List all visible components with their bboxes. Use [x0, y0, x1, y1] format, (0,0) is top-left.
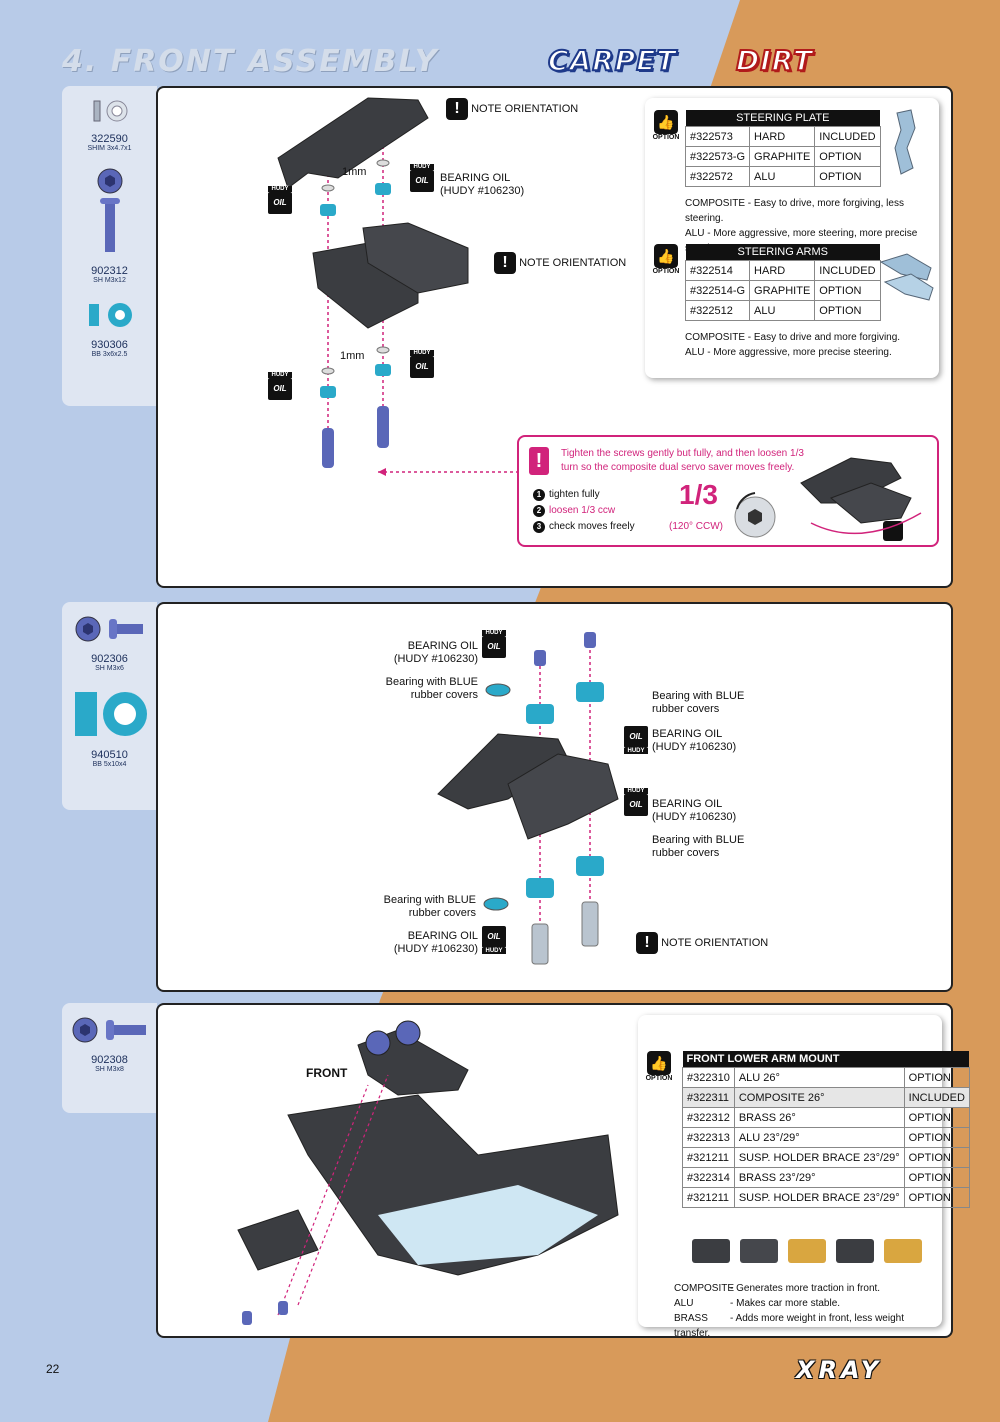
steering-arms-note: COMPOSITE - Easy to drive and more forgi… — [685, 332, 901, 358]
part-screw-m3x6: 902306 SH M3x6 — [62, 614, 157, 672]
screw-icon — [97, 168, 122, 252]
warning-icon: ! — [446, 98, 468, 120]
page-title: 4. FRONT ASSEMBLY — [62, 44, 439, 79]
part-screw-m3x8: 902308 SH M3x8 — [62, 1015, 157, 1073]
part-shim: 322590 SHIM 3x4.7x1 — [62, 98, 157, 152]
hex-screw-icon — [734, 492, 776, 538]
arm-mount-notes: COMPOSITE- Generates more traction in fr… — [674, 1283, 904, 1339]
warning-icon: ! — [636, 932, 658, 954]
bearing-oil-label-4: BEARING OIL(HUDY #106230) — [393, 930, 478, 955]
spacing-1mm-bottom: 1mm — [340, 350, 365, 362]
option-badge: 👍 OPTION — [651, 110, 681, 141]
note-orientation-top: ! NOTE ORIENTATION — [446, 98, 578, 120]
steering-assembly-drawing — [277, 97, 469, 468]
bearing-oil-label: BEARING OIL(HUDY #106230) — [440, 172, 525, 197]
parts-list-1: 322590 SHIM 3x4.7x1 902312 SH M3x12 9303… — [62, 86, 157, 406]
spacing-1mm-top: 1mm — [342, 166, 367, 178]
tightening-tip: ! Tighten the screws gently but fully, a… — [517, 435, 939, 547]
bearing-icon — [74, 692, 147, 736]
warning-icon: ! — [494, 252, 516, 274]
dirt-tag: DIRT — [735, 43, 814, 78]
bearing-assembly-drawing — [437, 632, 619, 965]
parts-list-2: 902306 SH M3x6 940510 BB 5x10x4 — [62, 602, 157, 810]
screw-icon — [75, 616, 143, 642]
parts-list-3: 902308 SH M3x8 — [62, 1003, 157, 1113]
arm-mount-images — [692, 1239, 922, 1263]
fraction-label: 1/3 — [679, 479, 718, 510]
bearing-oil-label-2: BEARING OIL(HUDY #106230) — [652, 728, 737, 753]
part-bearing-3x6: 930306 BB 3x6x2.5 — [62, 300, 157, 358]
part-screw-m3x12: 902312 SH M3x12 — [62, 168, 157, 284]
step-panel-1: ! NOTE ORIENTATION ! NOTE ORIENTATION 1m… — [156, 86, 953, 588]
note-orientation-middle: ! NOTE ORIENTATION — [494, 252, 626, 274]
steering-arms-image — [879, 253, 934, 301]
option-badge: 👍 OPTION — [651, 244, 681, 275]
part-bearing-5x10: 940510 BB 5x10x4 — [62, 688, 157, 768]
page-number: 22 — [46, 1362, 60, 1376]
step-panel-3: FRONT 👍 OPTION FRONT LOWER ARM MOUNT #32… — [156, 1003, 970, 1339]
thumbs-up-icon: 👍 — [654, 110, 678, 134]
thumbs-up-icon: 👍 — [647, 1051, 671, 1075]
steering-plate-image — [894, 109, 916, 175]
carpet-tag: CARPET — [547, 43, 677, 78]
option-badge: 👍 OPTION — [644, 1051, 674, 1082]
angle-label: (120° CCW) — [669, 521, 724, 532]
bearing-icon — [88, 303, 132, 327]
servo-saver-image — [800, 457, 922, 541]
chassis-drawing — [237, 1020, 619, 1325]
xray-logo: XRAY — [796, 1356, 883, 1384]
bearing-oil-label-3: BEARING OIL(HUDY #106230) — [652, 798, 737, 823]
shim-icon — [93, 100, 127, 122]
tip-text: Tighten the screws gently but fully, and… — [561, 448, 804, 473]
thumbs-up-icon: 👍 — [654, 244, 678, 268]
front-label: FRONT — [306, 1066, 348, 1080]
warning-icon: ! — [529, 447, 549, 475]
note-orientation: ! NOTE ORIENTATION — [636, 932, 768, 954]
screw-icon — [72, 1017, 146, 1043]
bearing-oil-label-1: BEARING OIL(HUDY #106230) — [393, 640, 478, 665]
